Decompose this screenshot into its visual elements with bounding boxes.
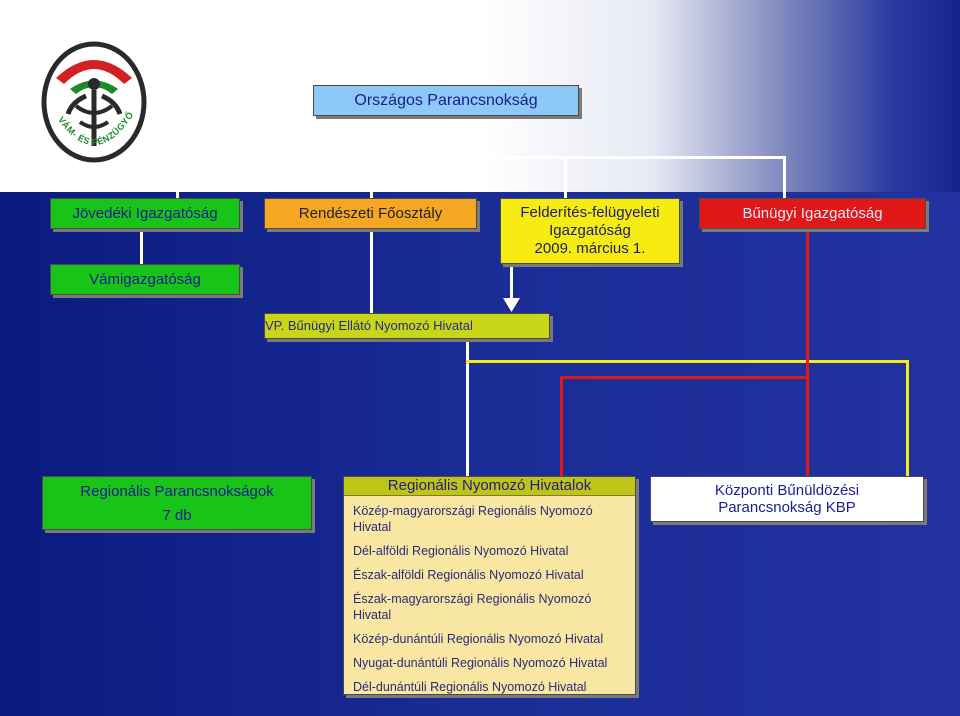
box-regionalis-nyomozo-hivatalok: Regionális Nyomozó Hivatalok Közép-magya…	[343, 476, 636, 695]
connector-red-bunugyi-down	[806, 229, 809, 379]
connector-rendeszeti-vp	[370, 229, 373, 314]
box-rendeszeti-foosztaly: Rendészeti Főosztály	[264, 198, 477, 229]
orszagos-label: Országos Parancsnokság	[354, 91, 538, 109]
nyomozo-list: Közép-magyarországi Regionális Nyomozó H…	[344, 496, 635, 703]
nyomozo-header: Regionális Nyomozó Hivatalok	[344, 477, 635, 496]
list-item: Közép-magyarországi Regionális Nyomozó H…	[353, 504, 593, 534]
list-item: Észak-alföldi Regionális Nyomozó Hivatal	[353, 568, 584, 582]
box-kozponti-bunuldozesi: Központi Bűnüldözési Parancsnokság KBP	[650, 476, 924, 522]
regionalis-parancs-count: 7 db	[162, 507, 192, 524]
box-jovedeki-igazgatosag: Jövedéki Igazgatóság	[50, 198, 240, 229]
customs-emblem-logo: VÁM- ÉS PÉNZÜGYŐRSÉG	[34, 36, 147, 163]
connector-to-rendeszeti	[370, 156, 373, 199]
kozponti-line-2: Parancsnokság KBP	[718, 499, 856, 516]
connector-to-jovedeki	[176, 156, 179, 199]
rendeszeti-label: Rendészeti Főosztály	[298, 204, 443, 222]
box-regionalis-parancsnoksagok: Regionális Parancsnokságok 7 db	[42, 476, 312, 530]
kozponti-line-1: Központi Bűnüldözési	[714, 482, 860, 499]
arrow-down-icon	[503, 298, 520, 312]
connector-jovedeki-vamig	[140, 229, 143, 265]
box-felderites-felugyeleti: Felderítés-felügyeleti Igazgatóság 2009.…	[500, 198, 680, 264]
list-item: Dél-alföldi Regionális Nyomozó Hivatal	[353, 544, 569, 558]
connector-top-vertical	[444, 117, 447, 158]
connector-felderites-arrow	[510, 264, 513, 302]
connector-top-horizontal	[176, 156, 786, 159]
felderites-line-1: Felderítés-felügyeleti	[520, 204, 660, 221]
box-vamigazgatosag: Vámigazgatóság	[50, 264, 240, 295]
connector-to-felderites	[564, 156, 567, 199]
jovedeki-label: Jövedéki Igazgatóság	[72, 204, 218, 222]
connector-to-bunugyi	[783, 156, 786, 199]
felderites-line-3: 2009. március 1.	[534, 240, 646, 257]
connector-red-to-nyomozo	[560, 376, 563, 477]
box-bunugyi-igazgatosag: Bűnügyi Igazgatóság	[699, 198, 926, 229]
vamigazgatosag-label: Vámigazgatóság	[89, 270, 201, 288]
bunugyi-label: Bűnügyi Igazgatóság	[742, 204, 883, 222]
box-orszagos-parancsnoksag: Országos Parancsnokság	[313, 85, 579, 116]
box-vp-bunugyi-ellato: VP. Bűnügyi Ellátó Nyomozó Hivatal	[264, 313, 550, 339]
list-item: Közép-dunántúli Regionális Nyomozó Hivat…	[353, 632, 604, 646]
list-item: Dél-dunántúli Regionális Nyomozó Hivatal	[353, 680, 587, 694]
connector-vp-down	[466, 340, 469, 477]
list-item: Észak-magyarországi Regionális Nyomozó H…	[353, 592, 592, 622]
felderites-line-2: Igazgatóság	[549, 222, 631, 239]
connector-yellow-horizontal	[466, 360, 909, 363]
connector-red-horizontal	[560, 376, 809, 379]
connector-yellow-vertical-right	[906, 360, 909, 477]
regionalis-parancs-title: Regionális Parancsnokságok	[80, 483, 274, 500]
vp-label: VP. Bűnügyi Ellátó Nyomozó Hivatal	[265, 318, 473, 333]
connector-red-to-kozponti	[806, 376, 809, 477]
list-item: Nyugat-dunántúli Regionális Nyomozó Hiva…	[353, 656, 608, 670]
